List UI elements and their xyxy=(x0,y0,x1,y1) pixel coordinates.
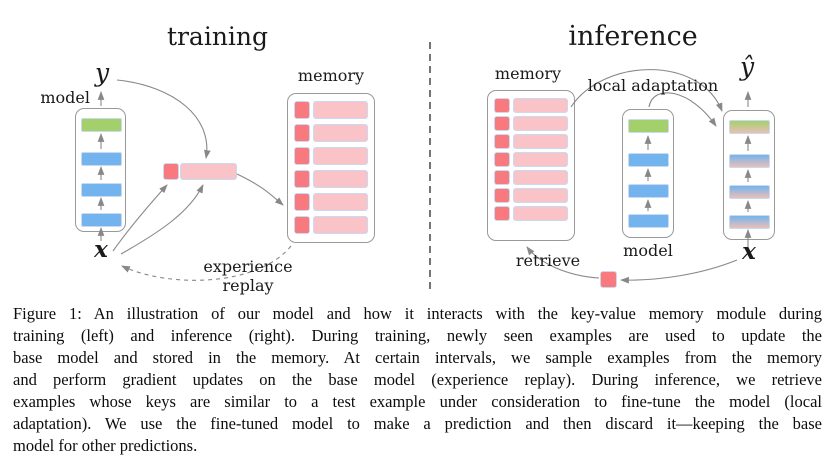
inference-output-yhat-label: ŷ xyxy=(739,52,755,81)
arrow-x-to-value xyxy=(120,184,204,255)
model-layer xyxy=(729,154,770,168)
model-layer xyxy=(729,215,770,229)
memory-key-cell xyxy=(494,134,510,149)
memory-row xyxy=(294,124,368,142)
memory-key-cell xyxy=(294,147,310,165)
memory-key-cell xyxy=(294,216,310,234)
memory-row xyxy=(494,188,568,203)
memory-row xyxy=(294,147,368,165)
memory-key-cell xyxy=(294,170,310,188)
model-layer xyxy=(81,213,122,227)
memory-value-cell xyxy=(313,124,368,142)
memory-key-cell xyxy=(494,116,510,131)
inference-input-x-label: x xyxy=(742,238,756,265)
model-layer xyxy=(81,183,122,197)
experience-replay-label: experience replay xyxy=(203,257,293,295)
model-layer xyxy=(628,153,669,167)
caption-line: Figure 1: An illustration of our model a… xyxy=(13,304,822,323)
memory-row xyxy=(294,216,368,234)
retrieve-label: retrieve xyxy=(515,251,581,270)
training-memory-box xyxy=(287,93,375,243)
caption-line: examples whose keys are similar to a tes… xyxy=(13,392,822,411)
model-layer xyxy=(81,118,122,132)
caption-line: model for other predictions. xyxy=(13,436,198,455)
caption-line: and perform gradient updates on the base… xyxy=(13,370,822,389)
memory-key-cell xyxy=(294,101,310,119)
memory-row xyxy=(294,193,368,211)
inference-base-model-box xyxy=(622,109,674,238)
memory-key-cell xyxy=(494,98,510,113)
memory-value-cell xyxy=(313,101,368,119)
memory-key-cell xyxy=(494,152,510,167)
model-layer xyxy=(729,120,770,134)
training-model-label: model xyxy=(40,88,90,107)
model-layer xyxy=(81,152,122,166)
figure-caption: Figure 1: An illustration of our model a… xyxy=(13,303,822,457)
memory-value-cell xyxy=(513,116,568,131)
memory-value-cell xyxy=(513,206,568,221)
memory-key-cell xyxy=(494,188,510,203)
inference-query-key xyxy=(600,271,617,288)
training-output-y-label: y xyxy=(94,58,110,87)
inference-memory-box xyxy=(487,90,575,241)
caption-line: training (left) and inference (right). D… xyxy=(13,326,822,345)
inference-memory-label: memory xyxy=(494,64,562,83)
arrow-x-to-query-key xyxy=(620,259,738,284)
memory-value-cell xyxy=(313,170,368,188)
memory-value-cell xyxy=(313,216,368,234)
memory-key-cell xyxy=(494,206,510,221)
training-model-box xyxy=(75,108,126,232)
caption-line: base model and stored in the memory. At … xyxy=(13,348,822,367)
memory-value-cell xyxy=(513,152,568,167)
arrow-pair-to-memory xyxy=(236,173,284,206)
memory-row xyxy=(494,116,568,131)
memory-value-cell xyxy=(313,147,368,165)
memory-key-cell xyxy=(494,170,510,185)
memory-row xyxy=(494,170,568,185)
memory-value-cell xyxy=(513,188,568,203)
memory-key-cell xyxy=(294,193,310,211)
local-adaptation-label: local adaptation xyxy=(587,76,719,95)
memory-row xyxy=(494,206,568,221)
memory-row xyxy=(294,101,368,119)
diagram: training y model x memory experience rep… xyxy=(40,21,775,295)
caption-line: adaptation). We use the fine-tuned model… xyxy=(13,414,822,433)
arrow-y-to-value xyxy=(116,79,211,159)
memory-row xyxy=(294,170,368,188)
training-keyvalue-value xyxy=(180,163,237,180)
training-memory-label: memory xyxy=(297,66,365,85)
model-layer xyxy=(628,184,669,198)
model-layer xyxy=(729,185,770,199)
training-input-x-label: x xyxy=(94,236,108,263)
memory-row xyxy=(494,152,568,167)
training-title: training xyxy=(166,22,269,51)
model-layer xyxy=(628,119,669,133)
memory-row xyxy=(494,134,568,149)
training-keyvalue-key xyxy=(163,163,179,180)
memory-value-cell xyxy=(313,193,368,211)
memory-key-cell xyxy=(294,124,310,142)
inference-model-label: model xyxy=(623,241,673,260)
memory-value-cell xyxy=(513,134,568,149)
inference-adapted-model-box xyxy=(723,110,775,240)
memory-row xyxy=(494,98,568,113)
memory-value-cell xyxy=(513,98,568,113)
inference-title: inference xyxy=(568,21,698,52)
model-layer xyxy=(628,214,669,228)
memory-value-cell xyxy=(513,170,568,185)
